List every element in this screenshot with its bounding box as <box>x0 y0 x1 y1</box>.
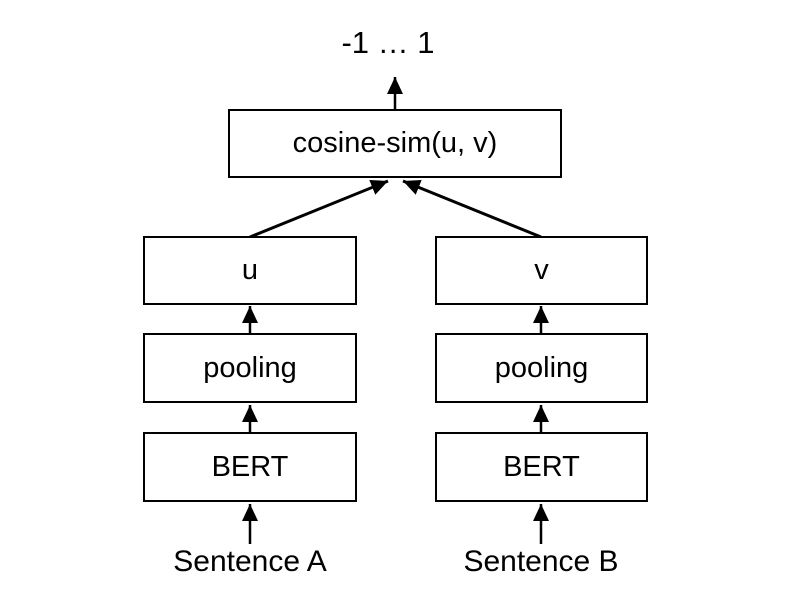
box-cosine-sim: cosine-sim(u, v) <box>228 109 562 178</box>
box-bert-left-label: BERT <box>211 450 289 483</box>
arrow-v-to-cosine <box>402 179 542 239</box>
box-embedding-u: u <box>143 236 357 305</box>
box-pooling-left-label: pooling <box>203 351 297 384</box>
box-pooling-left: pooling <box>143 333 357 403</box>
box-embedding-u-label: u <box>241 254 259 286</box>
box-bert-left: BERT <box>143 432 357 502</box>
box-cosine-sim-label: cosine-sim(u, v) <box>292 127 498 159</box>
box-pooling-right-label: pooling <box>494 351 589 384</box>
box-bert-right: BERT <box>435 432 648 502</box>
sentence-b-label: Sentence B <box>463 545 619 578</box>
box-pooling-right: pooling <box>435 333 648 403</box>
arrow-u-to-cosine <box>249 179 389 239</box>
box-embedding-v-label: v <box>534 254 549 286</box>
box-embedding-v: v <box>435 236 648 305</box>
box-bert-right-label: BERT <box>503 450 580 483</box>
sentence-a-label: Sentence A <box>173 545 327 578</box>
output-range-label: -1 … 1 <box>341 25 435 60</box>
